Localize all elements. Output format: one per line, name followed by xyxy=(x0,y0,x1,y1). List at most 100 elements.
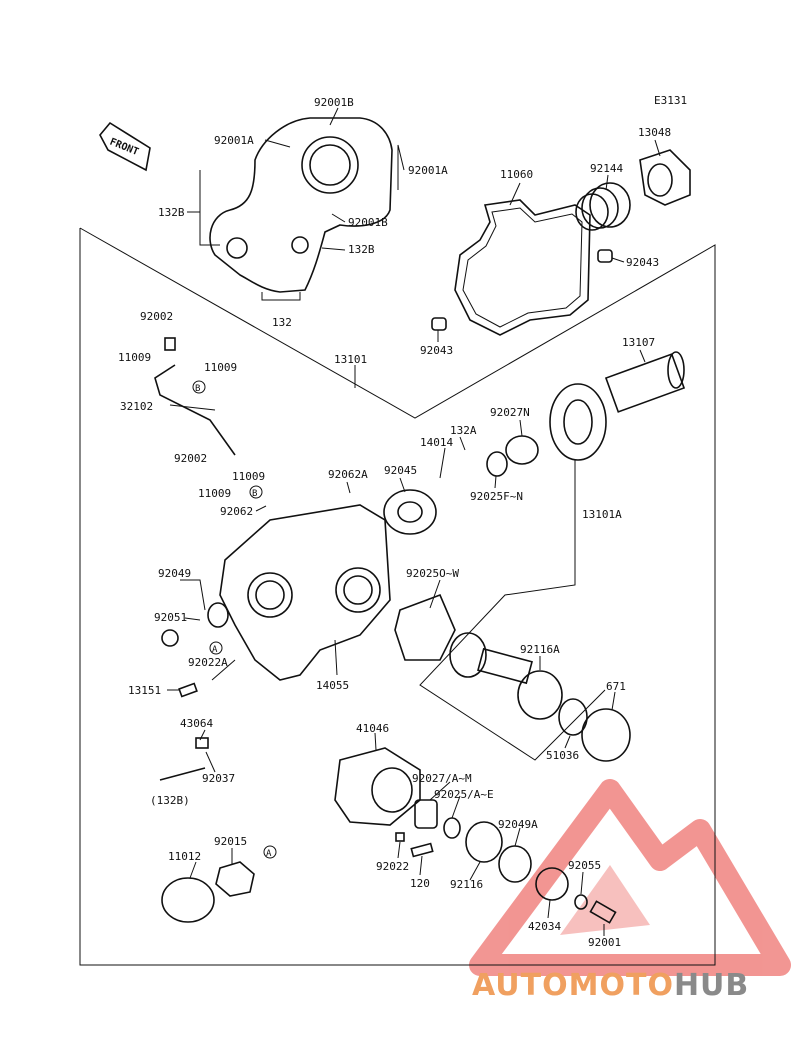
callout-label: 14014 xyxy=(420,436,453,449)
callout-label: 92045 xyxy=(384,464,417,477)
bearing-92045 xyxy=(383,489,437,535)
callout-label: 11009 xyxy=(232,470,265,483)
callout-label: 92025O~W xyxy=(406,567,459,580)
ref-marker-b2: B xyxy=(249,485,263,499)
dowel-pin-lower xyxy=(431,317,447,331)
callout-label: (132B) xyxy=(150,794,190,807)
callout-label: 92062 xyxy=(220,505,253,518)
oring-671 xyxy=(581,708,631,762)
callout-label: 11060 xyxy=(500,168,533,181)
washer-92025fn xyxy=(486,451,508,477)
callout-label: 92015 xyxy=(214,835,247,848)
callout-label: 11009 xyxy=(204,361,237,374)
watermark-logo-triangle xyxy=(469,779,791,976)
callout-label: 92043 xyxy=(420,344,453,357)
leader-lines xyxy=(167,107,661,936)
bearing-92116a xyxy=(517,670,563,720)
bearing-92027n xyxy=(505,435,539,465)
callout-label: 43064 xyxy=(180,717,213,730)
callout-label: 11009 xyxy=(198,487,231,500)
shaft-13107 xyxy=(604,351,686,413)
callout-label: 92062A xyxy=(328,468,368,481)
case-cover-part xyxy=(209,117,393,293)
ref-marker-label: B xyxy=(195,384,200,394)
callout-label: 32102 xyxy=(120,400,153,413)
callout-label: 92043 xyxy=(626,256,659,269)
ref-marker-label: A xyxy=(212,645,218,655)
callout-label: 13101A xyxy=(582,508,622,521)
callout-label: 41046 xyxy=(356,722,389,735)
figure-code: E3131 xyxy=(654,94,687,107)
front-label: FRONT xyxy=(108,137,140,158)
yoke-part xyxy=(639,149,691,206)
callout-label: 92001A xyxy=(214,134,254,147)
callout-label: 92001B xyxy=(314,96,354,109)
pipe-bolt xyxy=(164,337,176,351)
bolt-132b xyxy=(159,767,206,781)
bearing-92116 xyxy=(465,821,503,863)
bracket-13101a xyxy=(419,460,606,761)
callout-label: 13107 xyxy=(622,336,655,349)
callout-label: 132B xyxy=(158,206,185,219)
frame-outline xyxy=(79,227,716,966)
callout-label: 92022A xyxy=(188,656,228,669)
final-gear-case xyxy=(219,504,391,681)
callout-label: 13048 xyxy=(638,126,671,139)
cap-11012 xyxy=(161,877,215,923)
callout-label: 92001A xyxy=(408,164,448,177)
shim-51036 xyxy=(558,698,588,736)
gasket-round xyxy=(394,593,456,661)
callout-label: 132B xyxy=(348,243,375,256)
seal-92051 xyxy=(161,629,179,647)
dowel-pin-upper xyxy=(597,249,613,263)
bushing-92027am xyxy=(414,799,438,829)
ref-marker-label: B xyxy=(252,489,257,499)
spring-part xyxy=(575,182,631,231)
callout-label: 13101 xyxy=(334,353,367,366)
ref-marker-label: A xyxy=(266,849,272,859)
coupling-42034 xyxy=(535,867,569,901)
callout-label: 671 xyxy=(606,680,626,693)
callout-label: 11012 xyxy=(168,850,201,863)
bolt-92001 xyxy=(589,900,617,924)
bolt-13151 xyxy=(178,682,198,698)
gasket-part xyxy=(454,199,591,336)
callout-label: 92049A xyxy=(498,818,538,831)
callout-label: 51036 xyxy=(546,749,579,762)
ref-marker-a2: A xyxy=(263,845,277,859)
front-arrow: FRONT xyxy=(99,121,151,172)
plug-92015 xyxy=(215,861,255,897)
callout-label: 13151 xyxy=(128,684,161,697)
ring-gear-part xyxy=(549,383,607,461)
oring-92055 xyxy=(574,894,588,910)
callout-label: 42034 xyxy=(528,920,561,933)
callout-label: 92022 xyxy=(376,860,409,873)
callout-labels: 92001B 92001A 92001A 132B 92001B 132B 13… xyxy=(118,96,671,949)
callout-label: 92002 xyxy=(174,452,207,465)
callout-label: 92037 xyxy=(202,772,235,785)
ref-marker-a1: A xyxy=(209,641,223,655)
callout-label: 92027/A~M xyxy=(412,772,472,785)
svg-text:AUTOMOTOHUB: AUTOMOTOHUB xyxy=(472,968,749,1003)
washer-92022 xyxy=(395,832,405,842)
callout-label: 92001 xyxy=(588,936,621,949)
callout-label: 132 xyxy=(272,316,292,329)
callout-label: 92051 xyxy=(154,611,187,624)
watermark-part2: HUB xyxy=(674,968,749,1003)
callout-label: 92144 xyxy=(590,162,623,175)
callout-label: 92001B xyxy=(348,216,388,229)
clamp-43064 xyxy=(195,737,209,749)
bolt-120 xyxy=(410,842,434,858)
callout-label: 92025F~N xyxy=(470,490,523,503)
ref-marker-b1: B xyxy=(192,380,206,394)
housing-41046 xyxy=(334,747,421,826)
callout-label: 120 xyxy=(410,877,430,890)
watermark-part1: AUTOMOTO xyxy=(472,968,674,1003)
breather-pipe xyxy=(154,364,236,456)
callout-label: 92116A xyxy=(520,643,560,656)
callout-label: 92025/A~E xyxy=(434,788,494,801)
callout-label: 11009 xyxy=(118,351,151,364)
callout-label: 92049 xyxy=(158,567,191,580)
washer-92025ae xyxy=(443,817,461,839)
callout-label: 92055 xyxy=(568,859,601,872)
